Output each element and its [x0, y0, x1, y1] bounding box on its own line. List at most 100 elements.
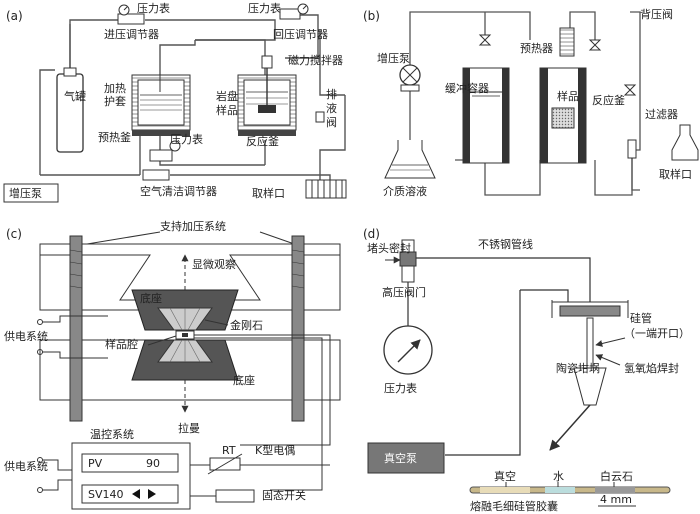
drain-valve [315, 111, 325, 123]
water-label: 水 [553, 470, 564, 483]
reaction-vessel-b-label: 反应釜 [592, 93, 625, 107]
ssr-label: 固态开关 [262, 488, 306, 502]
base-top-label: 底座 [140, 291, 162, 305]
panel-c: (c) 支持加压系统 [4, 219, 341, 510]
drain-valve-label-1: 排 [326, 87, 337, 101]
buffer-vessel [462, 67, 510, 164]
sampling-port-a-label: 取样口 [252, 186, 285, 200]
preheat-vessel-label: 预热釜 [98, 130, 131, 144]
sample-chamber-label: 样品腔 [105, 337, 138, 351]
preheater [559, 27, 575, 57]
pressure-gauge-2 [279, 3, 309, 20]
plug-seal-label: 堵头密封 [367, 241, 411, 255]
air-cleaner-label: 空气清洁调节器 [140, 184, 217, 198]
scale-label: 4 mm [600, 493, 632, 506]
vacuum-pump [367, 442, 445, 474]
capsule-label: 熔融毛细硅管胶囊 [470, 499, 558, 513]
sv-display [81, 484, 179, 504]
pressure-gauge-1-label: 压力表 [137, 1, 170, 15]
medium-solution-label: 介质溶液 [383, 184, 427, 198]
pressure-gauge-2-label: 压力表 [248, 1, 281, 15]
preheat-vessel [131, 74, 191, 136]
filter [627, 139, 637, 159]
temp-control-label: 温控系统 [90, 427, 134, 441]
panel-c-tag: (c) [6, 227, 22, 241]
valve-2 [588, 39, 602, 51]
pv-display [81, 453, 179, 473]
thermocouple-label: K型电偶 [255, 443, 295, 457]
heating-jacket-label-2: 护套 [104, 94, 126, 108]
pressure-gauge-3 [149, 140, 181, 162]
reaction-vessel-label: 反应釜 [246, 134, 279, 148]
medium-flask [384, 140, 436, 179]
h2o2-seal-label: 氢氧焰焊封 [624, 361, 679, 375]
ssr-box [215, 489, 255, 503]
rt-resistor [190, 453, 330, 475]
back-pressure-label: 背压阀 [640, 7, 673, 21]
microscope-label: 显微观察 [192, 257, 236, 271]
heating-jacket-label-1: 加热 [104, 82, 126, 95]
dolomite-label: 白云石 [600, 469, 633, 483]
capsule [469, 486, 671, 494]
right-arrow-icon [148, 489, 156, 499]
magnetic-stirrer-label: 磁力搅拌器 [288, 53, 343, 67]
panel-b-tag: (b) [363, 9, 380, 23]
return-regulator-label: 回压调节器 [273, 28, 328, 41]
fitting-assembly [551, 300, 629, 318]
support-system-label: 支持加压系统 [160, 219, 226, 233]
ceramic-crucible [573, 367, 607, 406]
panel-a-tag: (a) [6, 9, 23, 23]
power-supply-2-label: 供电系统 [4, 459, 48, 473]
panel-d: (d) 堵头密封 不锈钢管线 高压阀门 压力表 [363, 227, 690, 513]
buffer-vessel-label: 缓冲容器 [445, 81, 489, 95]
preheater-label: 预热器 [520, 42, 553, 55]
filter-label: 过滤器 [645, 108, 678, 121]
drain-valve-label-3: 阀 [326, 115, 337, 129]
air-cleaner-regulator [142, 169, 170, 181]
rock-sample-label-1: 岩盘 [216, 89, 238, 103]
rock-sample-label-2: 样品 [216, 103, 238, 117]
panel-a: (a) 压力表 进压调节器 [3, 1, 347, 203]
booster-pump-box [3, 183, 59, 203]
reaction-vessel [237, 55, 297, 136]
pressure-gauge-3-label: 压力表 [170, 132, 203, 146]
drain-valve-label-2: 液 [326, 101, 337, 115]
valve-3 [623, 84, 637, 96]
threaded-rods [69, 235, 305, 422]
booster-pump-label: 增压泵 [9, 186, 42, 200]
pressure-gauge-1 [117, 4, 145, 25]
gauge-d-label: 压力表 [384, 381, 417, 395]
plug-seal [399, 239, 417, 283]
gauge-d [383, 325, 433, 375]
stainless-line-label: 不锈钢管线 [478, 237, 533, 251]
vacuum-label: 真空 [494, 469, 516, 483]
diamond-label: 金刚石 [230, 318, 263, 332]
panel-b: (b) 增压泵 [363, 7, 699, 198]
silica-tube-label-1: 硅管 [630, 311, 652, 325]
inlet-regulator-label: 进压调节器 [104, 28, 159, 41]
sampling-bottle [671, 124, 699, 161]
sv-label: SV140 [88, 488, 124, 501]
ceramic-crucible-label: 陶瓷坩埚 [556, 361, 600, 375]
gas-tank [56, 67, 84, 153]
high-pressure-valve-label: 高压阀门 [382, 285, 426, 299]
sampling-port-b-label: 取样口 [659, 167, 692, 181]
sample-b-label: 样品 [557, 89, 579, 103]
sampling-tubes [305, 179, 347, 199]
booster-pump-b-label-1: 增压泵 [377, 51, 410, 65]
pv-value: 90 [146, 457, 160, 470]
left-arrow-icon [132, 489, 140, 499]
rt-label: RT [222, 444, 236, 457]
gas-tank-label-1: 气罐 [64, 89, 86, 103]
pv-label: PV [88, 457, 103, 470]
power-supply-1-label: 供电系统 [4, 329, 48, 343]
vacuum-pump-label: 真空泵 [384, 451, 417, 465]
raman-label: 拉曼 [178, 421, 200, 435]
reaction-vessel-b [539, 67, 587, 164]
booster-pump-b [399, 64, 421, 92]
valve-1 [478, 34, 492, 46]
base-bottom-label: 底座 [233, 373, 255, 387]
panel-d-tag: (d) [363, 227, 380, 241]
silica-tube-label-2: （一端开口） [624, 327, 690, 340]
